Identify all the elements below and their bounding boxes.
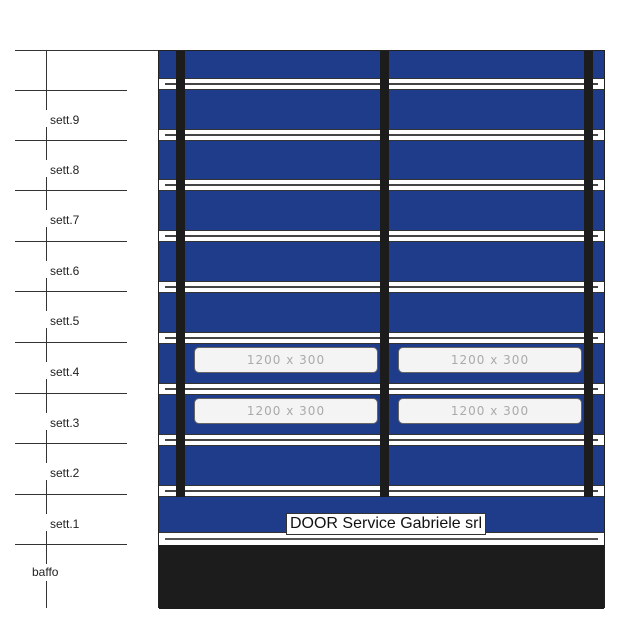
scale-line: [15, 190, 127, 191]
scale-tick: [46, 480, 47, 494]
scale-line: [15, 494, 127, 495]
scale-line: [15, 50, 158, 51]
scale-tick: [46, 342, 47, 362]
scale-tick: [46, 90, 47, 110]
scale-line: [15, 291, 127, 292]
section-label: baffo: [32, 565, 59, 579]
scale-tick: [46, 494, 47, 514]
scale-tick: [46, 379, 47, 393]
scale-tick: [46, 50, 47, 90]
vertical-reinforcement: [176, 51, 185, 497]
section-label: sett.7: [50, 213, 80, 227]
section-label: sett.9: [50, 113, 80, 127]
section-label: sett.8: [50, 163, 80, 177]
scale-tick: [46, 328, 47, 342]
window-panel: 1200 x 300: [398, 347, 582, 373]
scale-line: [15, 544, 127, 545]
window-panel: 1200 x 300: [194, 347, 378, 373]
scale-tick: [46, 531, 47, 544]
scale-tick: [46, 127, 47, 140]
section-label: sett.5: [50, 314, 80, 328]
scale-tick: [46, 190, 47, 210]
baffo-panel: [159, 545, 604, 609]
scale-tick: [46, 278, 47, 291]
section-label: sett.6: [50, 264, 80, 278]
scale-tick: [46, 140, 47, 160]
scale-tick: [46, 227, 47, 241]
sectional-door: 1200 x 300 1200 x 300 1200 x 300 1200 x …: [158, 50, 605, 609]
scale-line: [15, 140, 127, 141]
window-panel: 1200 x 300: [398, 398, 582, 424]
vertical-reinforcement: [584, 51, 593, 497]
scale-line: [15, 241, 127, 242]
vertical-reinforcement: [380, 51, 389, 497]
section-label: sett.4: [50, 365, 80, 379]
scale-tick: [46, 544, 47, 564]
scale-tick: [46, 443, 47, 463]
scale-line: [15, 393, 127, 394]
scale-line: [15, 443, 127, 444]
scale-tick: [46, 430, 47, 443]
scale-tick: [46, 177, 47, 190]
scale-line: [15, 342, 127, 343]
section-label: sett.1: [50, 517, 80, 531]
scale-line: [15, 90, 127, 91]
scale-tick: [46, 291, 47, 311]
window-panel: 1200 x 300: [194, 398, 378, 424]
brand-label: DOOR Service Gabriele srl: [286, 513, 486, 535]
scale-tick: [46, 241, 47, 261]
scale-tick: [46, 581, 47, 608]
scale-tick: [46, 393, 47, 413]
section-label: sett.3: [50, 416, 80, 430]
section-label: sett.2: [50, 466, 80, 480]
